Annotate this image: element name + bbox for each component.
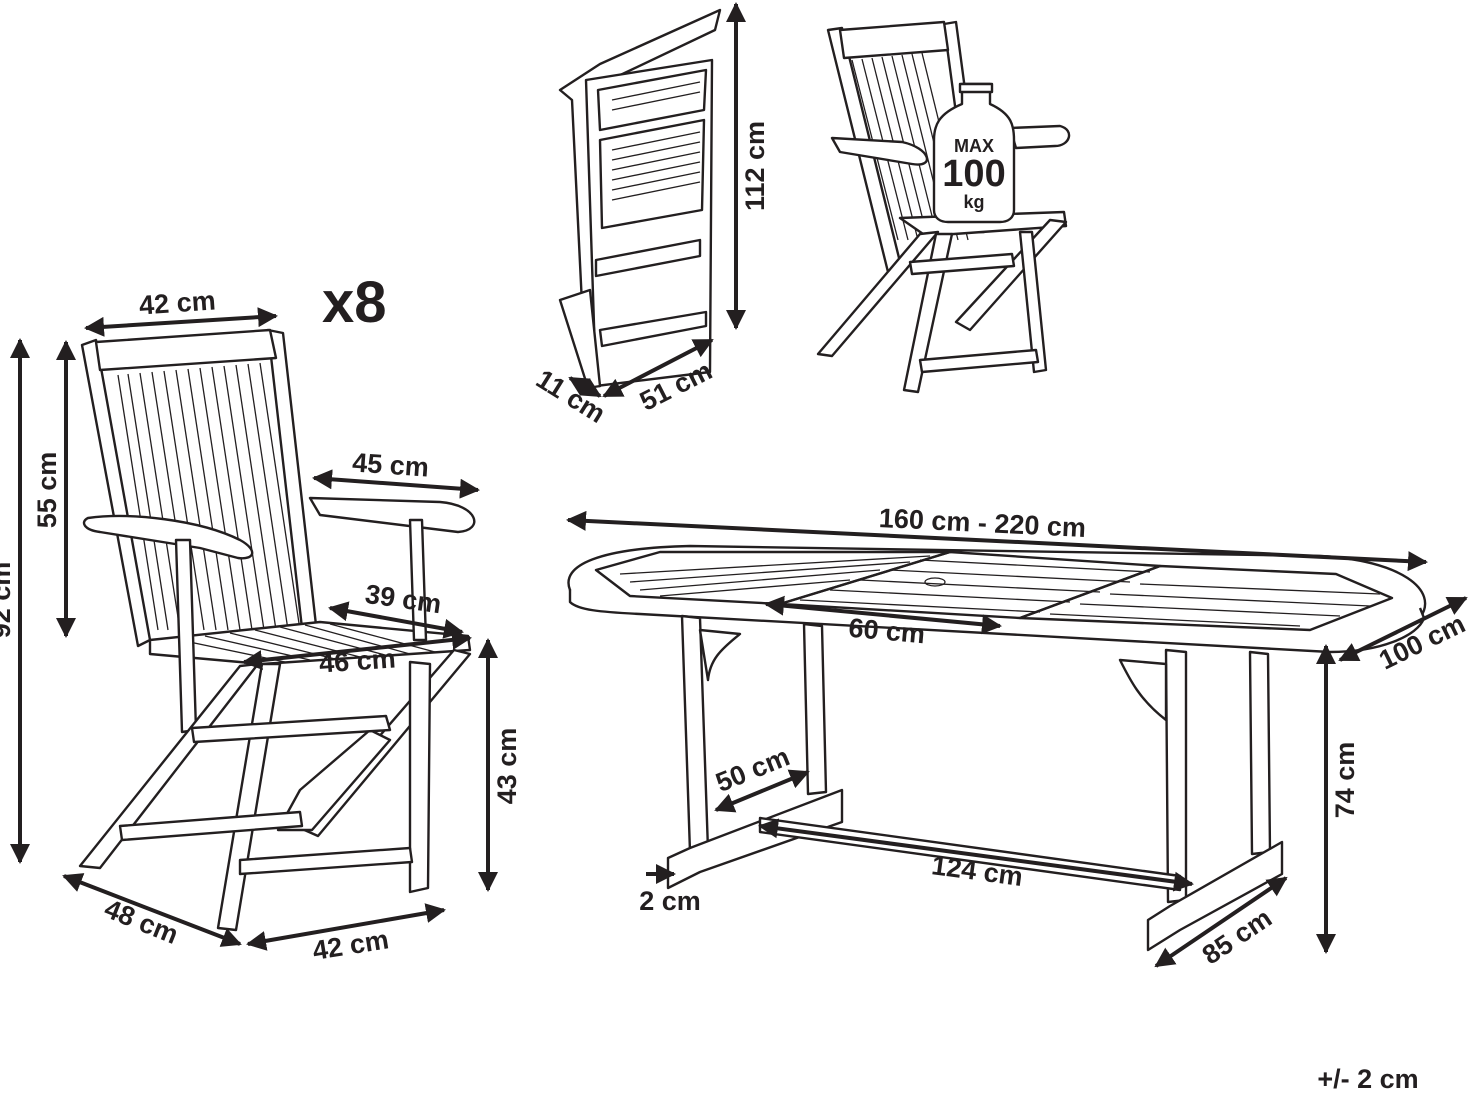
table-foot-length-label: 50 cm <box>712 741 794 797</box>
dimension-arrows <box>10 2 1468 968</box>
chair-total-height-label: 92 cm <box>0 562 16 639</box>
table-height-label: 74 cm <box>1330 742 1360 819</box>
chair-illustration <box>78 328 476 932</box>
tolerance-label: +/- 2 cm <box>1317 1064 1418 1094</box>
chair-backrest-height-label: 55 cm <box>32 452 62 529</box>
quantity-label: x8 <box>322 270 387 335</box>
table-foot-thickness-label: 2 cm <box>639 886 701 916</box>
chair-armrest-length-label: 45 cm <box>351 447 429 482</box>
chair-seat-depth-label: 39 cm <box>363 579 443 619</box>
table-extension-label: 60 cm <box>847 613 926 650</box>
chair-backrest-width-label: 42 cm <box>138 285 216 320</box>
max-load-unit: kg <box>963 192 984 212</box>
chair-base-depth-label: 48 cm <box>100 893 182 949</box>
max-load-label: MAX <box>954 136 994 156</box>
folded-chair-height-label: 112 cm <box>740 121 770 211</box>
chair-seat-height-label: 43 cm <box>492 728 522 805</box>
max-load-value: 100 <box>942 153 1005 195</box>
loaded-chair-illustration: MAX 100 kg <box>816 20 1071 394</box>
chair-seat-width-label: 46 cm <box>318 643 396 678</box>
weight-icon <box>932 82 1016 224</box>
folded-chair-illustration <box>558 8 722 390</box>
